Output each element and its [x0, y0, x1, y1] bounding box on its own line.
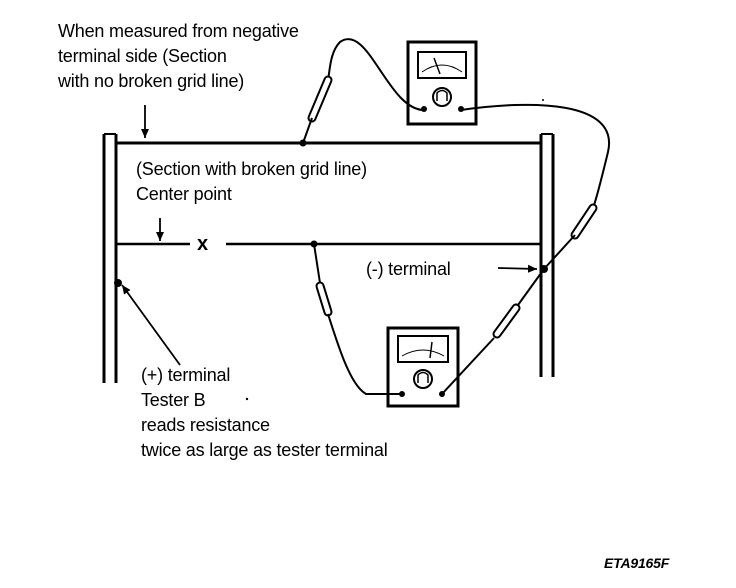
- negative-side-label-line-1: When measured from negative: [58, 21, 299, 41]
- arrow-icon: [121, 284, 181, 366]
- left-bus-bar: [102, 133, 118, 383]
- figure-code: ETA9165F: [604, 555, 670, 571]
- tester-b-lead-left: [327, 313, 402, 395]
- reads-resistance-label: reads resistance: [141, 415, 270, 435]
- tester-b-probe-tip: [313, 243, 321, 284]
- positive-terminal-label: (+) terminal: [141, 365, 231, 385]
- center-point-mark: x: [197, 233, 208, 255]
- tester-b-lead-right: [441, 337, 495, 395]
- arrow-icon: [497, 264, 538, 273]
- positive-terminal-point: [114, 279, 122, 287]
- tester-b-probe-tip-negative: [517, 268, 545, 306]
- negative-side-label-line-3: with no broken grid line): [58, 71, 245, 91]
- negative-side-label-line-2: terminal side (Section: [58, 46, 227, 66]
- test-probe-icon: [570, 203, 598, 240]
- test-probe-icon: [307, 75, 333, 123]
- center-point-label: Center point: [136, 184, 232, 204]
- print-speck: [542, 99, 544, 101]
- broken-section-label: (Section with broken grid line): [136, 159, 367, 179]
- right-bus-bar: [539, 133, 555, 377]
- tester-a-lead-negative: [460, 103, 611, 209]
- ohmmeter-icon: [406, 40, 478, 126]
- tester-b-label: Tester B: [141, 390, 206, 410]
- tester-a-probe-tip-negative: [543, 234, 576, 270]
- test-probe-icon: [492, 303, 521, 339]
- tester-a-probe-tip: [302, 117, 313, 144]
- negative-terminal-label: (-) terminal: [366, 259, 451, 279]
- tester-a-lead-positive: [327, 38, 425, 111]
- print-speck: [245, 397, 249, 401]
- twice-as-large-label: twice as large as tester terminal: [141, 440, 388, 460]
- test-probe-icon: [315, 281, 333, 317]
